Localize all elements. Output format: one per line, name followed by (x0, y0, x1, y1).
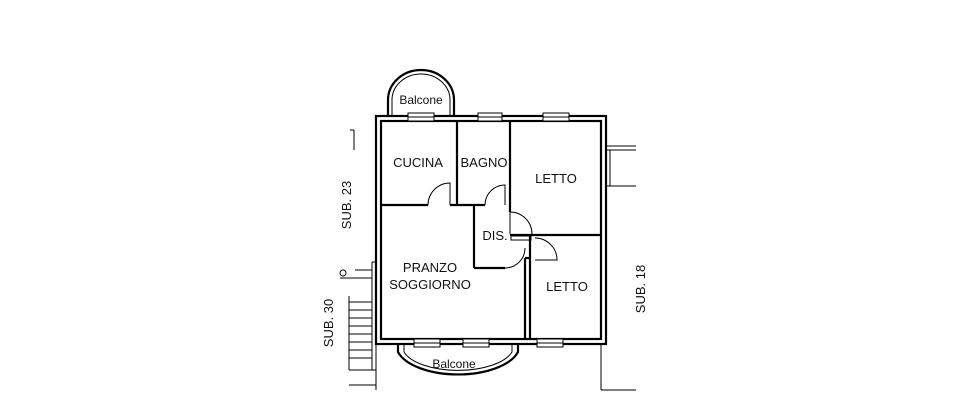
balcony-bottom-label: Balcone (432, 357, 476, 371)
balcony-top-label: Balcone (399, 93, 443, 107)
neighbor-wall-left (350, 129, 355, 150)
unit-label-sub-23: SUB. 23 (339, 181, 354, 229)
room-letto-top: LETTO (535, 171, 577, 186)
doors (427, 182, 558, 269)
interior-walls (381, 121, 601, 339)
room-bagno: BAGNO (461, 155, 508, 170)
stairs (339, 261, 377, 390)
door-cucina (427, 182, 451, 206)
door-letto-bottom (534, 237, 558, 261)
windows (407, 112, 570, 348)
balcony-bottom (396, 344, 520, 376)
unit-label-sub-18: SUB. 18 (633, 265, 648, 313)
room-soggiorno: SOGGIORNO (389, 277, 471, 292)
unit-label-sub-30: SUB. 30 (321, 299, 336, 347)
balcony-top (386, 68, 456, 116)
room-letto-bottom: LETTO (546, 279, 588, 294)
room-dis: DIS. (482, 228, 507, 243)
door-dis (504, 247, 526, 269)
door-letto-top (509, 211, 533, 235)
neighbor-wall-right (600, 145, 636, 391)
door-bagno (484, 184, 506, 206)
room-pranzo: PRANZO (403, 260, 457, 275)
room-cucina: CUCINA (393, 155, 443, 170)
